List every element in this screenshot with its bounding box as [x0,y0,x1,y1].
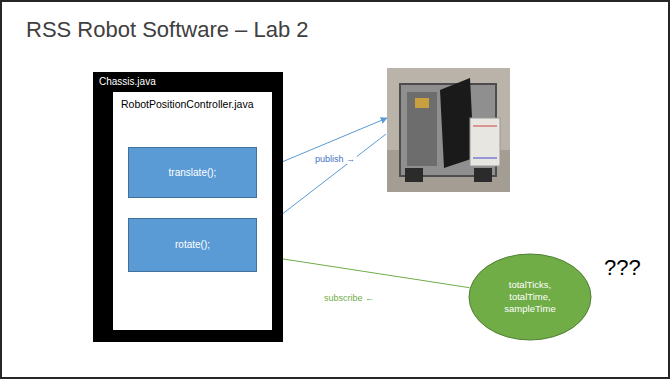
data-ellipse: totalTicks, totalTime, sampleTime [468,253,592,341]
subscribe-arrow [257,255,469,288]
method-box: translate(); [128,147,257,198]
class-name: RobotPositionController.java [121,98,264,111]
robot-photo [387,68,510,192]
slide-title: RSS Robot Software – Lab 2 [26,17,309,43]
class-name: Chassis.java [99,76,277,88]
method-name: translate(); [169,167,217,179]
data-fields: totalTicks, totalTime, sampleTime [499,279,561,315]
edge-label: subscribe ← [322,293,376,303]
question-marks: ??? [602,255,643,281]
method-name: rotate(); [175,239,210,251]
method-box: rotate(); [128,218,257,272]
class-box: RobotPositionController.java translate();… [113,92,272,330]
publish-label: publish → [313,154,357,164]
class-box: Chassis.javaRobotPositionController.java… [93,72,283,342]
